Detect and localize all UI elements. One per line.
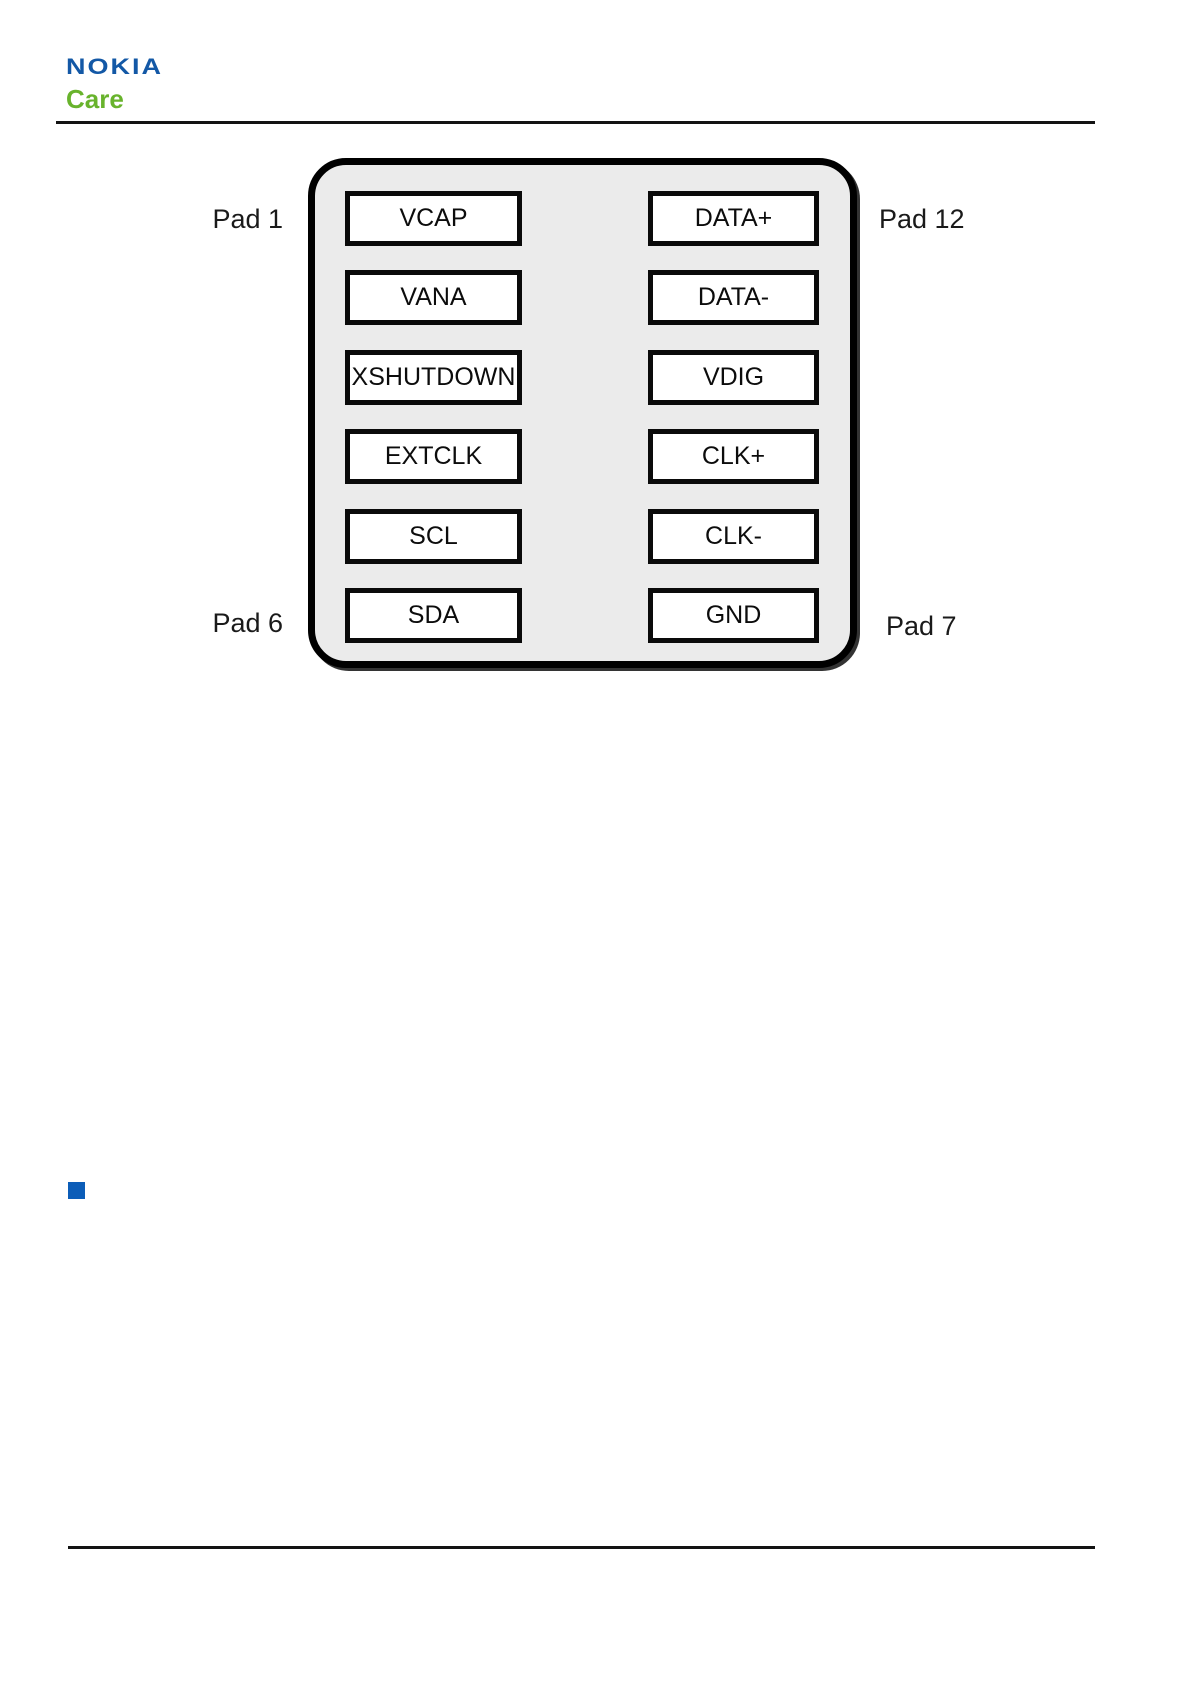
pin-clk-plus: CLK+: [648, 429, 819, 484]
pin-vana: VANA: [345, 270, 522, 325]
care-wordmark: Care: [66, 84, 124, 114]
pin-data-plus: DATA+: [648, 191, 819, 246]
pin-extclk: EXTCLK: [345, 429, 522, 484]
header-rule: [56, 121, 1095, 124]
section-marker-square: [68, 1182, 85, 1199]
pin-vcap: VCAP: [345, 191, 522, 246]
pin-sda: SDA: [345, 588, 522, 643]
pin-vdig: VDIG: [648, 350, 819, 405]
pad-6-label: Pad 6: [212, 608, 283, 638]
pin-data-minus: DATA-: [648, 270, 819, 325]
pad-1-label: Pad 1: [212, 204, 283, 234]
pin-gnd: GND: [648, 588, 819, 643]
nokia-wordmark: NOKIA: [66, 54, 163, 79]
pin-clk-minus: CLK-: [648, 509, 819, 564]
nokia-care-logo: NOKIA Care: [66, 56, 163, 112]
footer-rule: [68, 1546, 1095, 1549]
pin-xshutdown: XSHUTDOWN: [345, 350, 522, 405]
pin-scl: SCL: [345, 509, 522, 564]
pad-12-label: Pad 12: [879, 204, 965, 234]
pad-7-label: Pad 7: [886, 611, 957, 641]
